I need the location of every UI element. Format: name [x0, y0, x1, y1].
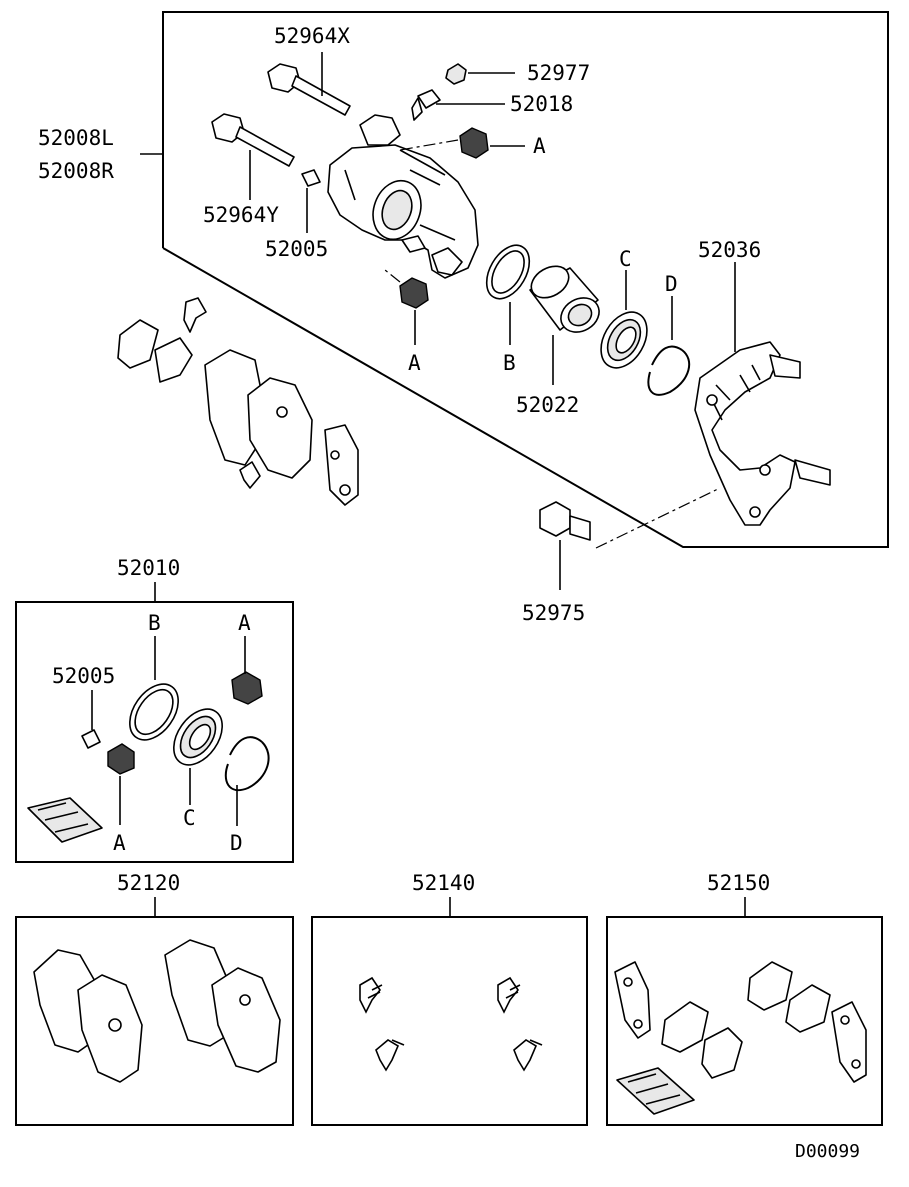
label-52022: 52022 [516, 393, 579, 417]
label-52018: 52018 [510, 92, 573, 116]
caliper-assembly-outline [162, 11, 889, 548]
label-52964x: 52964X [274, 24, 350, 48]
kit-52010-seal-b [129, 636, 179, 741]
brake-pads-assembly [117, 297, 359, 506]
label-kit-b: B [148, 611, 161, 635]
label-b-top: B [503, 351, 516, 375]
label-a-bottom: A [408, 351, 421, 375]
kit-52010-boot-a-bottom [107, 743, 135, 825]
label-52036: 52036 [698, 238, 761, 262]
label-kit-52010: 52010 [117, 556, 180, 580]
guide-pin-52964x [267, 52, 351, 116]
label-kit-52005: 52005 [52, 664, 115, 688]
label-52008r: 52008R [38, 159, 114, 183]
seal-b [485, 244, 531, 345]
caliper-body [327, 114, 479, 279]
piston-52022 [529, 265, 600, 385]
kit-52010-sleeve [81, 690, 101, 749]
kit-52140-clips [359, 976, 543, 1072]
label-kit-52150: 52150 [707, 871, 770, 895]
kit-52010-box [15, 601, 294, 863]
label-52005-top: 52005 [265, 237, 328, 261]
kit-52150-shims [614, 961, 867, 1083]
label-52008l: 52008L [38, 126, 114, 150]
bleeder-52018 [411, 89, 505, 121]
ring-d [647, 296, 691, 396]
support-bracket-52036 [694, 262, 831, 526]
drawing-code: D00099 [795, 1141, 860, 1162]
label-kit-d: D [230, 831, 243, 855]
label-kit-52120: 52120 [117, 871, 180, 895]
cap-52977 [445, 63, 515, 85]
label-a-top: A [533, 134, 546, 158]
kit-52120-box [15, 916, 294, 1126]
kit-52010-boot-a-top [231, 636, 263, 705]
label-kit-52140: 52140 [412, 871, 475, 895]
label-52975: 52975 [522, 601, 585, 625]
label-kit-a-bottom: A [113, 831, 126, 855]
bolt-52975 [539, 487, 721, 590]
label-kit-c: C [183, 806, 196, 830]
kit-52120-pads [33, 939, 281, 1083]
guide-pin-52964y [211, 113, 295, 200]
sleeve-52005 [301, 169, 321, 233]
boot-a-bottom [384, 269, 429, 345]
kit-52010-boot-c [173, 708, 223, 805]
boot-a-top [399, 127, 525, 159]
label-d-top: D [665, 272, 678, 296]
kit-52010-ring-d [224, 736, 270, 826]
kit-52150-box [606, 916, 883, 1126]
boot-c [600, 270, 648, 369]
label-c-top: C [619, 247, 632, 271]
label-52964y: 52964Y [203, 203, 279, 227]
kit-52010-grease-pack [27, 797, 103, 843]
label-52977: 52977 [527, 61, 590, 85]
kit-52140-box [311, 916, 588, 1126]
kit-52150-grease-pack [616, 1067, 695, 1115]
label-kit-a-top: A [238, 611, 251, 635]
